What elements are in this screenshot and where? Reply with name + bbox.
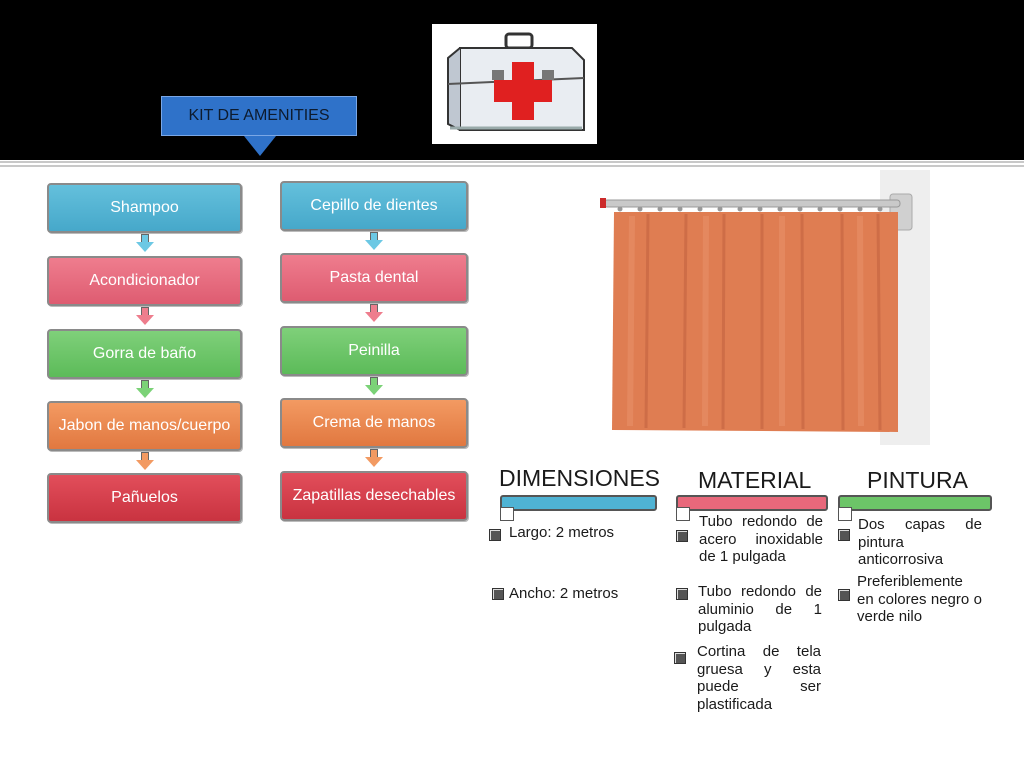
flow-left-gorra: Gorra de baño (47, 329, 242, 379)
flow-left-shampoo: Shampoo (47, 183, 242, 233)
down-arrow-icon (136, 380, 154, 398)
material-item: Tubo redondo de aluminio de 1 pulgada (698, 583, 822, 635)
kit-amenities-label: KIT DE AMENITIES (161, 96, 357, 136)
kit-down-arrow-icon (244, 136, 276, 156)
first-aid-kit-icon (432, 24, 597, 144)
bullet-icon (838, 589, 850, 601)
dimensiones-item: Largo: 2 metros (509, 524, 615, 541)
pintura-item: Preferiblemente en colores negro o verde… (857, 573, 982, 625)
bullet-icon (492, 588, 504, 600)
pintura-heading: PINTURA (867, 467, 968, 493)
divider (0, 165, 1024, 167)
bullet-icon (838, 529, 850, 541)
material-heading: MATERIAL (698, 467, 812, 493)
dimensiones-bar (500, 495, 657, 521)
flow-left-panuelos: Pañuelos (47, 473, 242, 523)
flow-left-jabon: Jabon de manos/cuerpo (47, 401, 242, 451)
pintura-item: Dos capas de pintura anticorrosiva (858, 516, 982, 568)
bullet-icon (676, 530, 688, 542)
material-bar (676, 495, 828, 521)
material-item: Tubo redondo de acero inoxidable de 1 pu… (699, 513, 823, 565)
bullet-icon (489, 529, 501, 541)
flow-right-zapatillas: Zapatillas desechables (280, 471, 468, 521)
flow-right-pasta: Pasta dental (280, 253, 468, 303)
dimensiones-heading: DIMENSIONES (499, 465, 661, 491)
shower-curtain-photo (590, 170, 940, 450)
bullet-icon (674, 652, 686, 664)
down-arrow-icon (136, 452, 154, 470)
down-arrow-icon (136, 234, 154, 252)
flow-right-crema: Crema de manos (280, 398, 468, 448)
divider (0, 161, 1024, 163)
flow-left-acondicionador: Acondicionador (47, 256, 242, 306)
pintura-bar (838, 495, 992, 521)
down-arrow-icon (365, 377, 383, 395)
down-arrow-icon (365, 232, 383, 250)
down-arrow-icon (365, 304, 383, 322)
down-arrow-icon (136, 307, 154, 325)
bullet-icon (676, 588, 688, 600)
flow-right-cepillo: Cepillo de dientes (280, 181, 468, 231)
down-arrow-icon (365, 449, 383, 467)
dimensiones-item: Ancho: 2 metros (509, 585, 619, 602)
flow-right-peinilla: Peinilla (280, 326, 468, 376)
material-item: Cortina de tela gruesa y esta puede ser … (697, 643, 821, 713)
